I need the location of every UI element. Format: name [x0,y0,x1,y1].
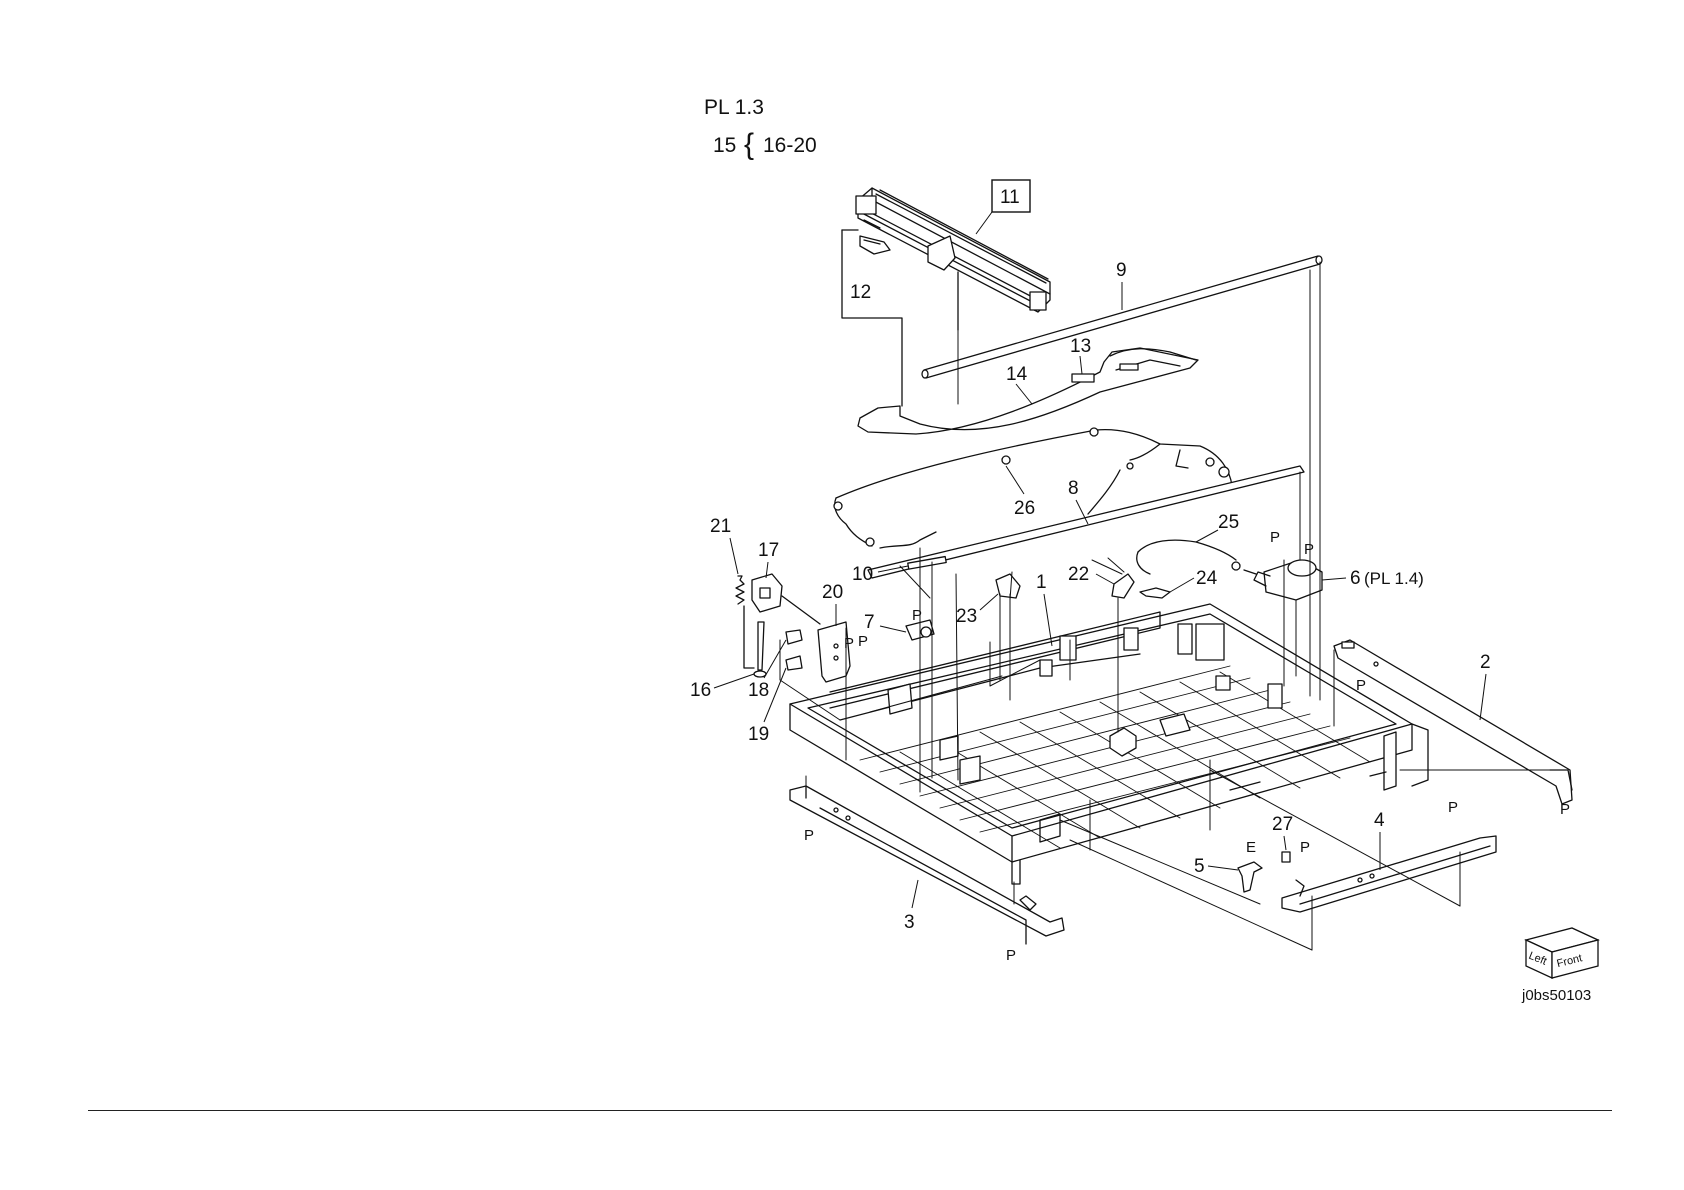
figure-id: j0bs50103 [1521,987,1591,1004]
callout-10: 10 [852,564,873,585]
p-marker: P [844,635,854,652]
callout-8: 8 [1068,478,1079,499]
callout-23: 23 [956,606,977,627]
p-marker: P [1304,541,1314,558]
callout-18: 18 [748,680,769,701]
callout-19: 19 [748,724,769,745]
callout-12: 12 [850,282,871,303]
callout-1: 1 [1036,572,1047,593]
callout-14: 14 [1006,364,1028,385]
part-12-clip [860,236,890,254]
footer-rule [88,1110,1612,1111]
callout-17: 17 [758,540,779,561]
part-21-spring [736,576,744,604]
callout-6: 6 [1350,568,1361,589]
part-22-sensor [1112,574,1134,598]
p-marker: P [804,827,814,844]
p-marker: P [912,607,922,624]
part-5-bracket [1238,862,1262,892]
p-marker: P [1270,529,1280,546]
callout-16: 16 [690,680,711,701]
callout-6-ref: (PL 1.4) [1364,569,1424,588]
p-marker: P [1356,677,1366,694]
callout-5: 5 [1194,856,1205,877]
callout-3: 3 [904,912,915,933]
callout-22: 22 [1068,564,1089,585]
callout-13: 13 [1070,336,1091,357]
callout-25: 25 [1218,512,1239,533]
part-18-screw [786,630,802,644]
part-24-part [1140,588,1170,598]
callout-9: 9 [1116,260,1127,281]
callout-21: 21 [710,516,731,537]
part-4-rail [1282,836,1496,912]
p-marker: P [1560,801,1570,818]
callout-26: 26 [1014,498,1035,519]
p-marker: P [1448,799,1458,816]
p-marker: P [858,633,868,650]
callout-2: 2 [1480,652,1491,673]
callout-27: 27 [1272,814,1293,835]
callout-7: 7 [864,612,875,633]
part-6-motor [1254,560,1322,600]
e-marker: E [1246,839,1256,856]
p-marker: P [1300,839,1310,856]
callout-24: 24 [1196,568,1218,589]
p-marker: P [1006,947,1016,964]
part-14-flat-cable [858,348,1198,434]
callout-4: 4 [1374,810,1385,831]
callout-11: 11 [1000,187,1020,208]
part-27-pin [1282,852,1290,862]
part-13-connector [1072,374,1094,382]
part-19-screw [786,656,802,670]
part-16-pin [758,622,764,670]
part-20-plate [818,622,850,682]
callout-20: 20 [822,582,843,603]
